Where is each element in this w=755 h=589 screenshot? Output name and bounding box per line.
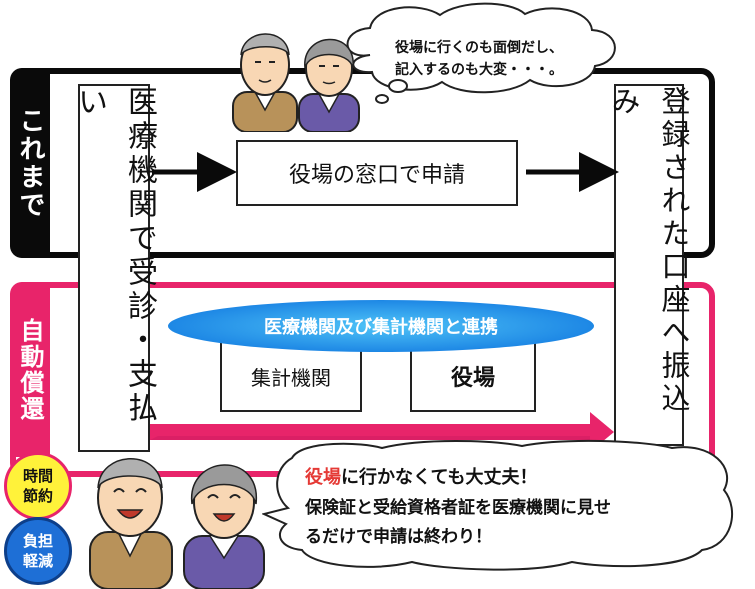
bank-deposit-box: 登録された口座へ振込み [607, 84, 691, 446]
office-application-box: 役場の窓口で申請 [236, 140, 518, 206]
thought-bubble [346, 2, 616, 104]
badge-time-line1: 時間 [22, 467, 53, 485]
auto-arrow [150, 412, 614, 452]
badge-burden-line1: 負担 [22, 532, 53, 550]
thought-line-2: 記入するのも大変・・・。 [395, 62, 563, 78]
coordination-ellipse: 医療機関及び集計機関と連携 [168, 300, 594, 352]
speech-bubble [262, 439, 733, 571]
speech-line-1: 役場に行かなくても大丈夫！ [305, 463, 538, 489]
section-label-current: これまで [10, 68, 50, 258]
elderly-couple-happy-illustration [89, 458, 265, 589]
badge-burden-line2: 軽減 [22, 552, 53, 570]
badge-time-saving: 時間 節約 [4, 452, 72, 520]
badge-time-line2: 節約 [22, 487, 53, 505]
speech-line-1-rest: に行かなくても大丈夫！ [341, 467, 538, 488]
speech-line-3: るだけで申請は終わり！ [305, 527, 492, 547]
section-label-auto: 自動償還 [10, 282, 50, 457]
thought-line-1: 役場に行くのも面倒だし、 [395, 40, 563, 56]
speech-highlight-office: 役場 [305, 467, 341, 488]
speech-line-2: 保険証と受給資格者証を医療機関に見せ [305, 498, 611, 518]
badge-burden-reduction: 負担 軽減 [4, 517, 72, 585]
elderly-couple-worried-illustration [232, 33, 360, 132]
